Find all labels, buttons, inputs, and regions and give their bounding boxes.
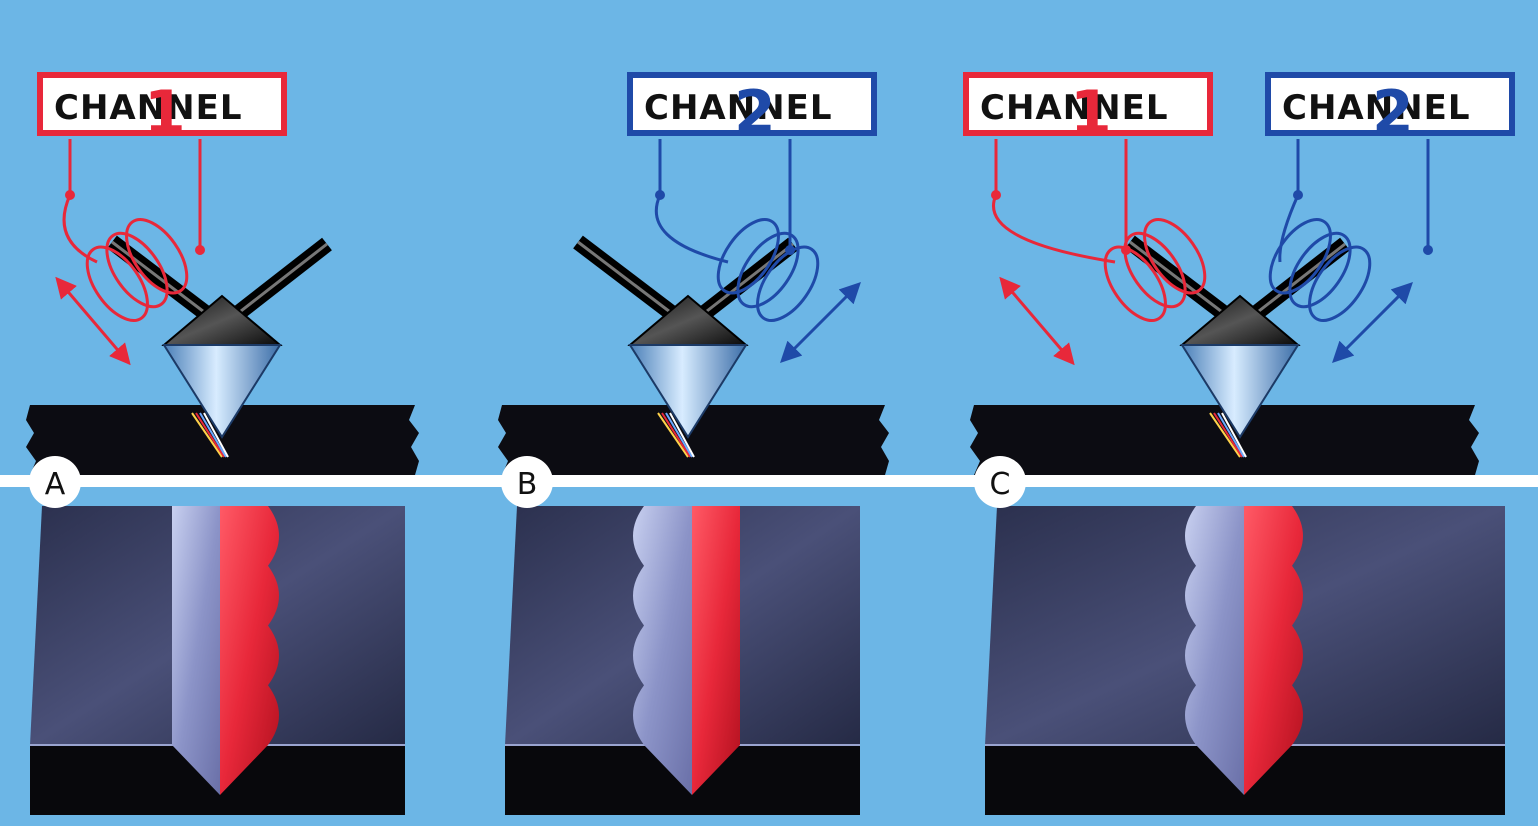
coil-loop <box>1143 218 1207 295</box>
vibration-arrow <box>55 276 131 366</box>
panel-letter-badge <box>974 456 1026 508</box>
groove-right-wall <box>692 506 740 795</box>
stylus-arm-right-highlight <box>697 242 794 320</box>
stylus-cone <box>1180 344 1300 439</box>
wire-terminal <box>785 245 795 255</box>
coil-loop <box>1123 231 1187 309</box>
vibration-arrow <box>780 282 861 363</box>
wire-terminal <box>1423 245 1433 255</box>
channel-box-frame <box>1265 72 1515 136</box>
groove-left-wall <box>1185 506 1244 795</box>
channel-number: 1 <box>144 78 186 148</box>
record-surface <box>970 405 1479 475</box>
channel-label: CHANNEL <box>980 88 1169 128</box>
groove-stripe <box>191 412 223 458</box>
coil-loop <box>125 218 189 295</box>
channel-number: 2 <box>734 78 776 148</box>
panel-letter-c: C <box>990 467 1011 502</box>
coil-loop <box>1103 245 1167 322</box>
coil-wire <box>992 139 1116 264</box>
channel-label: CHANNEL <box>54 88 243 128</box>
channel-number: 1 <box>1070 78 1112 148</box>
groove-stripe <box>661 412 691 458</box>
groove-stripe <box>195 412 225 458</box>
record-surface <box>498 405 889 475</box>
panel-letter-badge <box>29 456 81 508</box>
stylus-cone <box>162 344 282 439</box>
groove-right-wall <box>1244 506 1303 795</box>
groove-stripe <box>669 412 695 458</box>
groove-stripe <box>1217 412 1245 458</box>
coil-loop <box>716 218 780 295</box>
groove-stripe <box>1209 412 1241 458</box>
groove-stripe <box>203 412 229 458</box>
stylus-arm-right-highlight <box>1249 242 1346 320</box>
vibration-arrow <box>999 276 1075 366</box>
wire-terminal <box>991 190 1001 200</box>
panel-letter-a: A <box>45 467 66 502</box>
stylus-arm-left-highlight <box>577 240 679 320</box>
divider-band <box>0 475 1538 487</box>
wire-terminal <box>195 245 205 255</box>
channel-box-frame <box>963 72 1213 136</box>
groove-stripe <box>1221 412 1247 458</box>
panel-letter-b: B <box>517 467 538 502</box>
wire-terminal <box>65 190 75 200</box>
channel-box-frame <box>37 72 287 136</box>
channel-label: CHANNEL <box>1282 88 1471 128</box>
coil-loops <box>1103 218 1207 322</box>
stylus-arm-right-highlight <box>231 242 328 320</box>
panel-letter-badge <box>501 456 553 508</box>
stylus-arm-left-highlight <box>1129 240 1231 320</box>
groove-stripe <box>1213 412 1243 458</box>
channel-label: CHANNEL <box>644 88 833 128</box>
groove-stripe <box>665 412 693 458</box>
record-surface <box>26 405 419 475</box>
vibration-arrow <box>1332 282 1413 363</box>
groove-right-wall <box>220 506 279 795</box>
groove-stripe <box>657 412 689 458</box>
groove-stripe <box>199 412 227 458</box>
wire-terminal <box>1293 190 1303 200</box>
channel-number: 2 <box>1372 78 1414 148</box>
wire-terminal <box>1121 245 1131 255</box>
groove-left-wall <box>633 506 692 795</box>
wire-terminal <box>655 190 665 200</box>
groove-left-wall <box>172 506 220 795</box>
channel-box-frame <box>627 72 877 136</box>
stylus-arm-left-highlight <box>111 240 213 320</box>
stylus-cone <box>628 344 748 439</box>
